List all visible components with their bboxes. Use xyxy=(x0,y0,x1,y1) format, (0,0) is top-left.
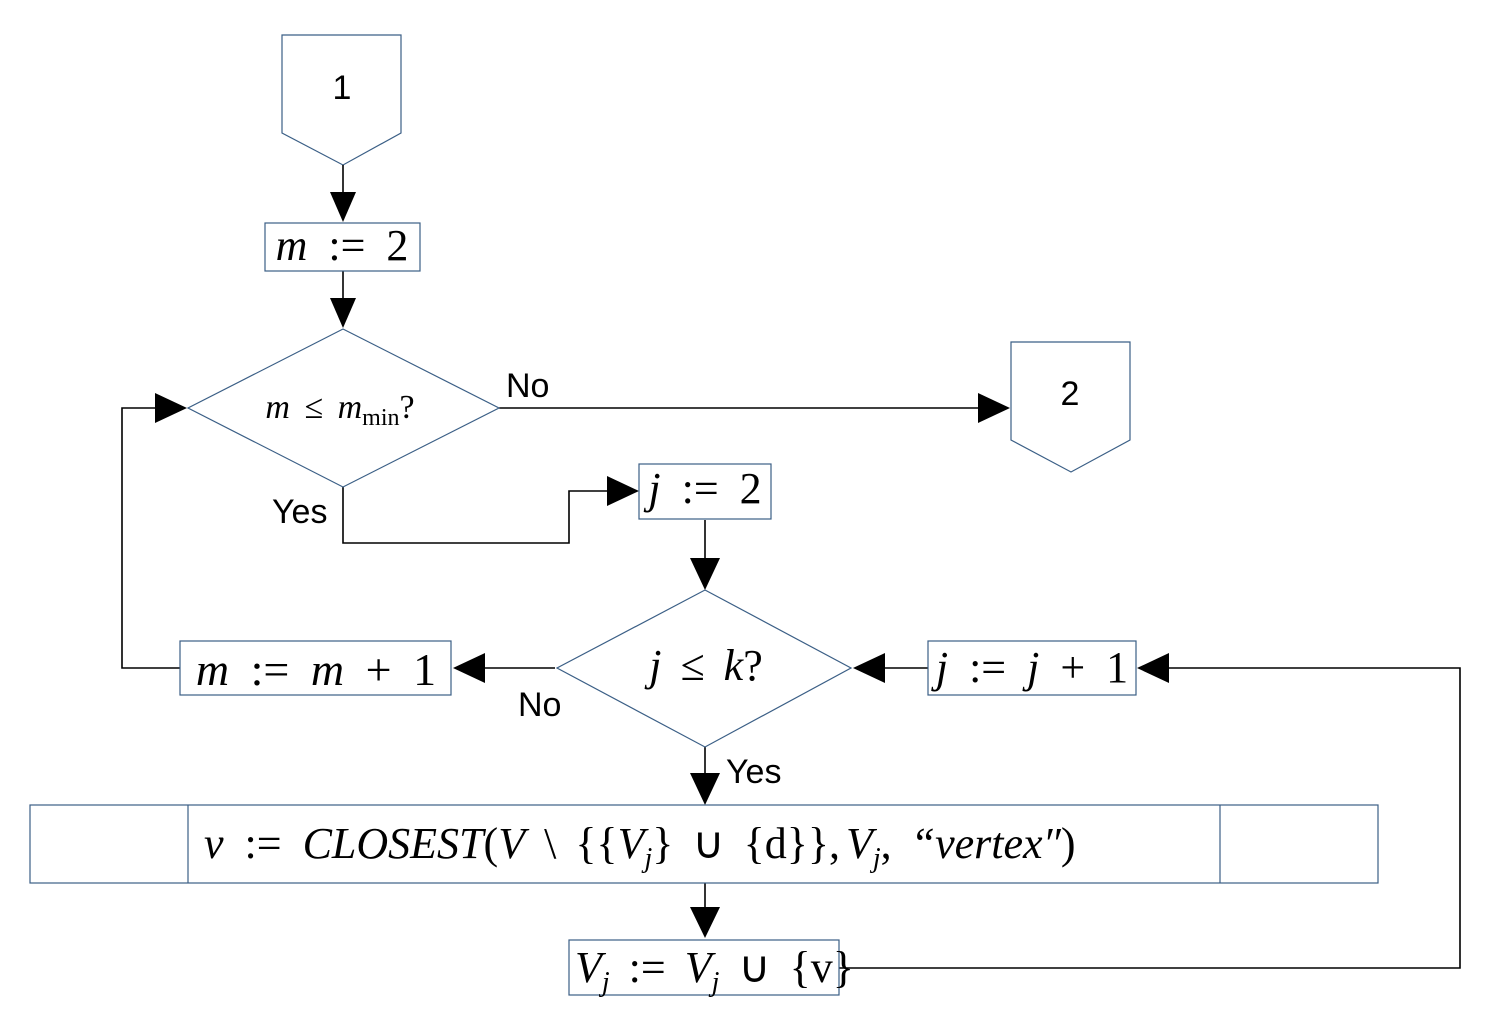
closest-comma2: , xyxy=(881,819,892,868)
update-j2: j xyxy=(709,967,720,998)
decision-m-min: m ≤ mmin? xyxy=(186,328,501,488)
cond-m-sub: min xyxy=(362,405,399,431)
arrowhead-down xyxy=(330,192,356,222)
closest-Vj: V xyxy=(618,819,650,868)
label-no-j: No xyxy=(518,686,561,724)
arrowhead-down xyxy=(330,298,356,328)
cond-m-rhs: m xyxy=(338,389,363,426)
inc-j-one: 1 xyxy=(1106,643,1128,692)
process-init-m: m := 2 xyxy=(264,221,421,272)
init-m-op: := xyxy=(328,221,365,270)
cond-j-lhs: j xyxy=(644,641,661,690)
closest-cup: ∪ xyxy=(692,819,724,868)
update-V: V xyxy=(575,943,607,992)
inc-j-plus: + xyxy=(1060,643,1085,692)
closest-d: {d}} xyxy=(744,819,829,868)
process-closest: v := CLOSEST(V \ {{Vj} ∪ {d}},Vj, “verte… xyxy=(29,804,1379,884)
init-m-rhs: 2 xyxy=(386,221,408,270)
inc-m-one: 1 xyxy=(413,644,436,695)
inc-j-op: := xyxy=(969,643,1006,692)
arrowhead-down xyxy=(690,907,720,938)
init-j-op: := xyxy=(682,464,719,513)
inc-m-op: := xyxy=(251,644,290,695)
label-no-m: No xyxy=(506,367,549,405)
arrowhead-left xyxy=(853,653,885,683)
svg-text:j ≤ k?: j ≤ k? xyxy=(644,641,762,690)
arrowheads xyxy=(155,192,1169,938)
inc-j-rhs: j xyxy=(1022,643,1039,692)
closest-op: := xyxy=(245,819,282,868)
arrowhead-left xyxy=(1137,653,1169,683)
process-inc-m: m := m + 1 xyxy=(179,640,452,696)
closest-rb: } xyxy=(652,819,673,868)
cond-j-op: ≤ xyxy=(681,641,705,690)
closest-setminus: \ xyxy=(544,819,557,868)
svg-text:m := 2: m := 2 xyxy=(276,221,409,270)
init-m-lhs: m xyxy=(276,221,308,270)
cond-j-q: ? xyxy=(743,641,763,690)
update-set: {v} xyxy=(790,943,854,992)
inc-m-rhs: m xyxy=(311,644,344,695)
closest-open: ( xyxy=(484,819,499,868)
arrowhead-left xyxy=(453,653,485,683)
svg-text:j := j +: j := j + 1 xyxy=(931,643,1128,692)
init-j-rhs: 2 xyxy=(740,464,762,513)
decision-j-k: j ≤ k? xyxy=(555,589,853,748)
process-update-vj: Vj := Vj ∪ {v} xyxy=(568,939,854,1001)
inc-m-plus: + xyxy=(366,644,392,695)
arrowhead-down xyxy=(690,773,720,805)
connector-start-label: 1 xyxy=(333,69,352,107)
cond-m-var: m xyxy=(265,389,290,426)
closest-comma: , xyxy=(829,819,840,868)
connector-start: 1 xyxy=(281,34,402,166)
closest-V: V xyxy=(498,819,530,868)
svg-text:v := CLOSEST(V: v := CLOSEST(V \ {{Vj} ∪ {d}},Vj, “verte… xyxy=(204,819,1076,874)
update-op: := xyxy=(629,943,666,992)
update-V2: V xyxy=(685,943,717,992)
closest-v: v xyxy=(204,819,224,868)
update-cup: ∪ xyxy=(738,943,770,992)
svg-text:m ≤ mmin?: m ≤ mmin? xyxy=(265,389,414,431)
label-yes-j: Yes xyxy=(726,753,781,791)
inc-j-lhs: j xyxy=(931,643,948,692)
svg-text:Vj := Vj ∪: Vj := Vj ∪ {v} xyxy=(575,943,854,1001)
flow-lines xyxy=(121,165,1461,969)
closest-lb: {{ xyxy=(575,819,617,868)
cond-m-q: ? xyxy=(400,389,415,426)
update-j: j xyxy=(599,967,610,998)
closest-fn: CLOSEST xyxy=(303,819,487,868)
init-j-lhs: j xyxy=(643,464,660,513)
closest-Vj2: V xyxy=(846,819,878,868)
closest-close: ) xyxy=(1061,819,1076,868)
inc-m-lhs: m xyxy=(196,644,229,695)
svg-text:m := m +: m := m + 1 xyxy=(196,644,436,695)
arrowhead-right xyxy=(978,393,1010,423)
connector-end: 2 xyxy=(1010,341,1131,473)
cond-m-op: ≤ xyxy=(304,389,323,426)
label-yes-m: Yes xyxy=(272,493,327,531)
arrowhead-right xyxy=(607,476,639,506)
closest-str: “vertex″ xyxy=(911,819,1062,868)
svg-text:j := 2: j := 2 xyxy=(643,464,761,513)
closest-j2: j xyxy=(870,843,881,874)
arrowhead-down xyxy=(690,558,720,590)
arrowhead-right xyxy=(155,393,187,423)
closest-j: j xyxy=(641,843,652,874)
process-init-j: j := 2 xyxy=(638,463,772,520)
connector-end-label: 2 xyxy=(1061,375,1080,413)
cond-j-rhs: k xyxy=(724,641,745,690)
process-inc-j: j := j + 1 xyxy=(927,640,1137,696)
